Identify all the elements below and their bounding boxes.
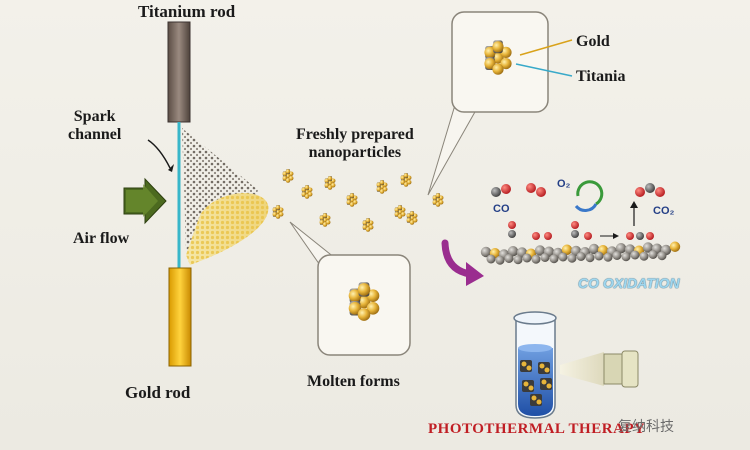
gold-rod xyxy=(168,267,192,367)
nanoparticle-cluster xyxy=(432,192,444,207)
nanoparticle-cluster xyxy=(406,210,418,225)
photothermal-setup xyxy=(513,311,639,419)
air-flow-label: Air flow xyxy=(73,230,130,247)
molten-forms-callout xyxy=(289,221,411,356)
spark-channel-label: Spark channel xyxy=(68,108,122,144)
nanoparticle-cluster xyxy=(272,204,284,219)
nanoparticle-cluster xyxy=(346,192,358,207)
gold-titania-callout xyxy=(427,11,573,196)
nanoparticle-cluster xyxy=(394,204,406,219)
titania-pointer xyxy=(515,63,573,77)
nanoparticle-cluster xyxy=(348,282,380,321)
gold-label: Gold xyxy=(576,33,610,50)
photothermal-therapy-label: PHOTOTHERMAL THERAPY xyxy=(428,421,646,437)
nanoparticle-clusters xyxy=(272,168,444,232)
co-oxidation-label: CO OXIDATION xyxy=(578,275,680,291)
nanoparticle-cluster xyxy=(376,179,388,194)
watermark-label: 复纳科技 xyxy=(618,419,674,435)
o2-formula: O₂ xyxy=(557,178,571,190)
titanium-rod-label: Titanium rod xyxy=(138,2,236,21)
spark-pointer-arrow xyxy=(147,139,171,169)
nanoparticle-cluster xyxy=(282,168,294,183)
gold-rod-label: Gold rod xyxy=(125,383,191,402)
nanoparticle-cluster xyxy=(324,175,336,190)
purple-curved-arrow xyxy=(441,239,484,286)
nanoparticle-cluster xyxy=(301,184,313,199)
titanium-rod xyxy=(167,21,191,123)
nanoparticle-cluster xyxy=(400,172,412,187)
molten-forms-label: Molten forms xyxy=(307,373,400,390)
gold-pointer xyxy=(519,39,573,56)
co-formula: CO xyxy=(493,203,510,215)
air-flow-arrow xyxy=(123,177,167,225)
nanoparticle-cluster xyxy=(362,217,374,232)
nanoparticle-cluster xyxy=(319,212,331,227)
titania-label: Titania xyxy=(576,68,626,85)
nanoparticle-cluster xyxy=(484,40,512,75)
freshly-prepared-label: Freshly prepared nanoparticles xyxy=(296,126,414,162)
co2-formula: CO₂ xyxy=(653,205,675,217)
co-oxidation-scheme xyxy=(480,180,681,265)
